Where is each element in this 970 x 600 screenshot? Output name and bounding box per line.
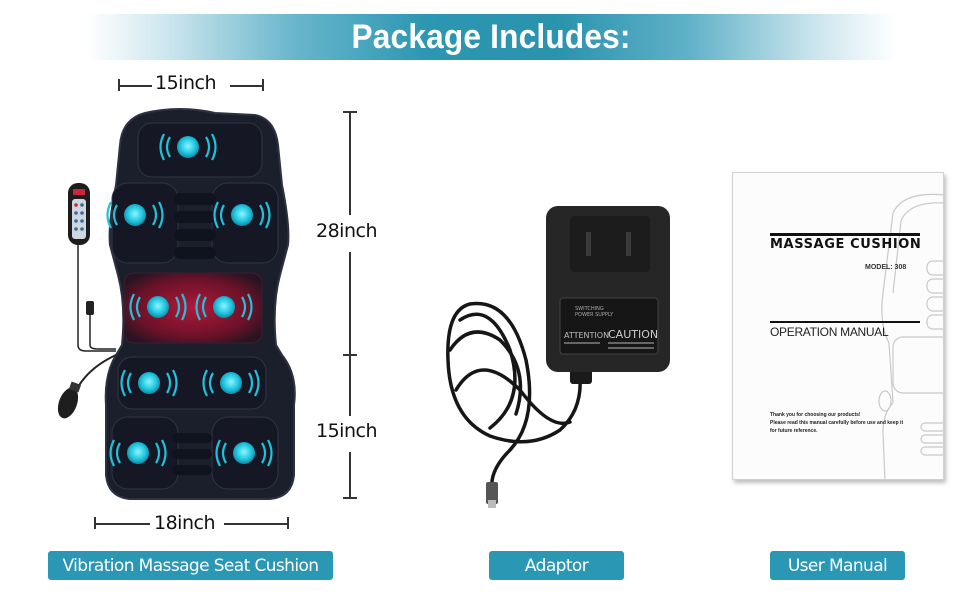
dimension-line bbox=[349, 252, 351, 416]
dimension-line bbox=[349, 452, 351, 498]
dimension-line bbox=[230, 85, 264, 87]
power-adaptor-image: SWITCHING POWER SUPPLY ATTENTION CAUTION bbox=[446, 206, 670, 508]
manual-title-rule bbox=[770, 233, 920, 236]
massage-node-icon bbox=[106, 133, 273, 467]
dimension-line bbox=[224, 523, 288, 525]
adaptor-label: Adaptor bbox=[489, 551, 624, 580]
adaptor-plate-caution: CAUTION bbox=[608, 328, 658, 341]
lumbar-pump-icon bbox=[57, 354, 117, 419]
dimension-line bbox=[349, 111, 351, 215]
user-manual-image: MASSAGE CUSHION MODEL: 308 OPERATION MAN… bbox=[732, 172, 944, 480]
manual-note-line: Thank you for choosing our products! bbox=[770, 412, 861, 418]
adaptor-plate-attention: ATTENTION bbox=[564, 331, 609, 340]
dimension-tick bbox=[343, 497, 357, 499]
manual-subtitle-rule bbox=[770, 321, 920, 323]
dimension-tick bbox=[287, 517, 289, 529]
user-manual-label: User Manual bbox=[770, 551, 905, 580]
upper-height-label: 28inch bbox=[316, 220, 378, 242]
manual-note: Thank you for choosing our products! Ple… bbox=[770, 411, 943, 435]
top-width-label: 15inch bbox=[155, 72, 217, 94]
manual-note-line: Please read this manual carefully before… bbox=[770, 420, 904, 426]
heat-zone-icon bbox=[123, 272, 263, 344]
manual-title: MASSAGE CUSHION bbox=[770, 237, 922, 252]
dimension-line bbox=[118, 85, 152, 87]
dimension-tick bbox=[262, 79, 264, 91]
manual-subtitle: OPERATION MANUAL bbox=[770, 325, 889, 339]
dimension-line bbox=[94, 523, 150, 525]
adaptor-plate-brand: SWITCHING bbox=[575, 306, 604, 312]
cushion-label: Vibration Massage Seat Cushion bbox=[48, 551, 333, 580]
page-title: Package Includes: bbox=[351, 17, 631, 56]
manual-model: MODEL: 308 bbox=[865, 264, 907, 271]
bottom-width-label: 18inch bbox=[154, 512, 216, 534]
remote-control-icon bbox=[68, 183, 116, 352]
massage-cushion-image bbox=[57, 108, 296, 500]
dimension-tick bbox=[343, 354, 357, 356]
header-banner: Package Includes: bbox=[86, 14, 896, 60]
manual-note-line: for future reference. bbox=[770, 428, 818, 434]
lower-height-label: 15inch bbox=[316, 420, 378, 442]
manual-cushion-outline-graphic bbox=[878, 193, 943, 479]
adaptor-plate-brand2: POWER SUPPLY bbox=[575, 312, 614, 318]
